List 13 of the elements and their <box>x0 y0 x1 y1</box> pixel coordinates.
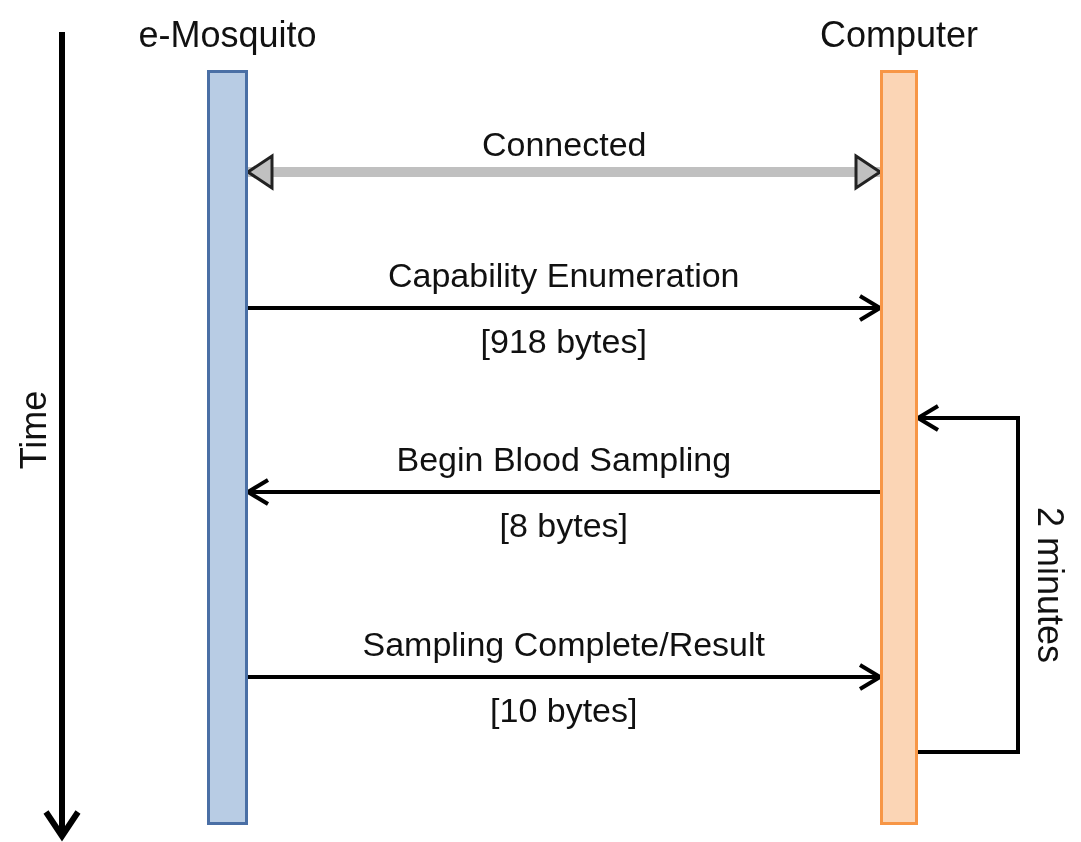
message-arrow <box>246 154 882 190</box>
edge-label: Begin Blood Sampling [8 bytes] <box>396 441 732 543</box>
edge-label: Capability Enumeration [918 bytes] <box>388 257 740 359</box>
participant-heading: Computer <box>820 15 979 55</box>
edge-label: 2 minutes <box>1030 506 1071 664</box>
edge-label: Connected <box>482 126 647 162</box>
loop-arrow <box>916 404 1020 754</box>
message-arrow <box>248 663 882 691</box>
message-arrow <box>246 478 880 506</box>
edge-label: Sampling Complete/Result [10 bytes] <box>362 626 766 728</box>
participant-heading: e-Mosquito <box>138 15 317 55</box>
message-arrow <box>248 294 882 322</box>
axis-label: Time <box>13 390 54 470</box>
